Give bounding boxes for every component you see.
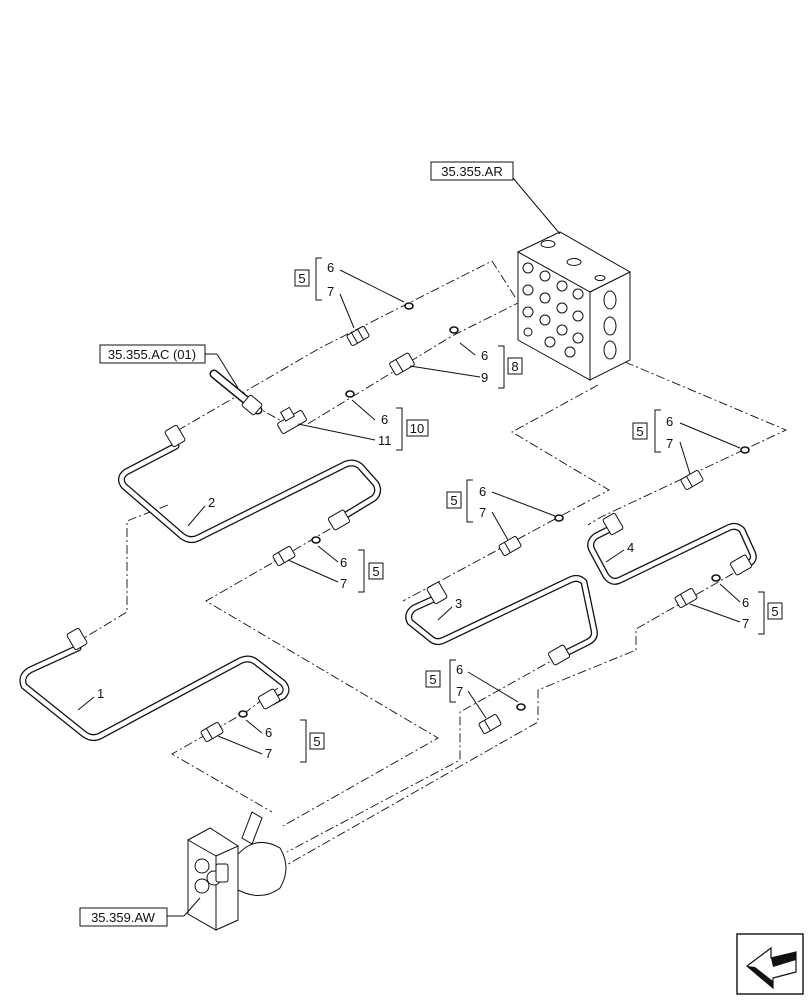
callout-4: 4 <box>627 540 634 555</box>
callout-7: 7 <box>742 616 749 631</box>
ref-box-pilot-control[interactable]: 35.359.AW <box>79 907 168 927</box>
callout-6: 6 <box>340 555 347 570</box>
svg-text:35.355.AC (01): 35.355.AC (01) <box>108 347 196 362</box>
leader-lines <box>77 177 741 917</box>
callout-6: 6 <box>481 348 488 363</box>
pilot-control <box>187 811 287 931</box>
kit-box-5[interactable]: 5 <box>294 269 310 287</box>
svg-text:35.355.AR: 35.355.AR <box>441 164 502 179</box>
callout-6: 6 <box>479 484 486 499</box>
callout-7: 7 <box>666 436 673 451</box>
kit-box-5[interactable]: 5 <box>446 491 462 509</box>
svg-text:5: 5 <box>429 672 436 687</box>
callout-7: 7 <box>265 746 272 761</box>
svg-text:10: 10 <box>410 421 424 436</box>
svg-text:5: 5 <box>450 493 457 508</box>
kit-box-8[interactable]: 8 <box>507 357 523 375</box>
callout-7: 7 <box>327 284 334 299</box>
callout-6: 6 <box>327 260 334 275</box>
pipe-1 <box>19 627 290 742</box>
kit-box-5[interactable]: 5 <box>632 422 648 440</box>
svg-text:5: 5 <box>313 734 320 749</box>
ref-box-hose-connector[interactable]: 35.355.AC (01) <box>99 344 206 364</box>
valve-block <box>516 231 632 381</box>
svg-text:5: 5 <box>771 604 778 619</box>
arrow-left-icon[interactable] <box>736 933 804 995</box>
callout-7: 7 <box>456 684 463 699</box>
kit-box-5[interactable]: 5 <box>309 732 325 750</box>
callout-1: 1 <box>97 686 104 701</box>
kit-box-5[interactable]: 5 <box>767 602 783 620</box>
callout-9: 9 <box>481 370 488 385</box>
callout-7: 7 <box>340 576 347 591</box>
svg-text:5: 5 <box>636 424 643 439</box>
callout-6: 6 <box>381 412 388 427</box>
fittings <box>200 302 750 742</box>
kit-box-10[interactable]: 10 <box>406 419 429 437</box>
callout-6: 6 <box>265 725 272 740</box>
pipe-2 <box>117 424 382 544</box>
pipe-4 <box>587 512 757 585</box>
brackets <box>300 257 765 763</box>
svg-text:5: 5 <box>298 271 305 286</box>
callout-6: 6 <box>666 414 673 429</box>
callout-2: 2 <box>208 495 215 510</box>
pipe-3 <box>405 574 598 666</box>
svg-text:8: 8 <box>511 359 518 374</box>
svg-text:5: 5 <box>372 564 379 579</box>
callout-labels: 6 7 6 9 6 11 6 7 6 7 6 7 6 7 6 7 6 7 1 2… <box>97 260 749 761</box>
kit-box-5[interactable]: 5 <box>368 562 384 580</box>
callout-6: 6 <box>456 662 463 677</box>
svg-text:35.359.AW: 35.359.AW <box>91 910 156 925</box>
ref-box-valve-block[interactable]: 35.355.AR <box>430 161 514 181</box>
callout-7: 7 <box>479 505 486 520</box>
routing-lines <box>83 260 788 868</box>
callout-11: 11 <box>378 433 392 448</box>
callout-3: 3 <box>455 596 462 611</box>
callout-6: 6 <box>742 595 749 610</box>
hose-connector <box>209 369 263 416</box>
kit-box-5[interactable]: 5 <box>425 670 441 688</box>
